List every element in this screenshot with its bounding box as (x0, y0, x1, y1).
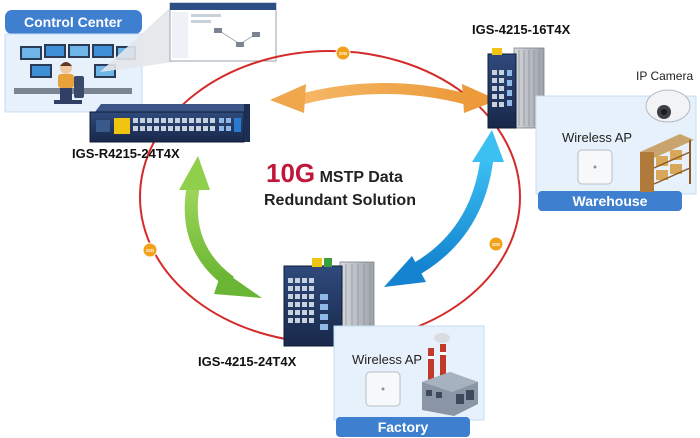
desk-icon (14, 88, 132, 94)
warehouse-banner (538, 191, 682, 211)
core-switch (89, 104, 250, 143)
redundancy-arrow-blue (384, 130, 504, 287)
control-center-banner (5, 10, 142, 34)
solution-title: 10G MSTP Data Redundant Solution (264, 158, 416, 209)
bottom-switch-label: IGS-4215-24T4X (198, 354, 297, 369)
warehouse-ap-label: Wireless AP (562, 130, 632, 145)
title-line-2: Redundant Solution (264, 192, 416, 209)
ring-badge-left: 10G (142, 242, 158, 258)
wireless-ap-icon (365, 371, 401, 407)
chair-icon (74, 76, 84, 98)
shelving-boxes-icon (640, 134, 694, 192)
ring-badge-right: 10G (488, 236, 504, 252)
title-mstp: MSTP Data (315, 169, 403, 186)
factory-banner (336, 417, 470, 437)
redundancy-arrow-green (179, 156, 262, 298)
title-10g: 10G (266, 158, 315, 188)
control-center-label: Control Center (24, 14, 123, 30)
operator-icon (54, 62, 82, 104)
ring-badge-right-label: 10G (492, 242, 501, 247)
warehouse-label: Warehouse (573, 193, 648, 209)
ring-badge-left-label: 10G (146, 248, 155, 253)
factory-site: Factory Wireless AP (333, 325, 485, 437)
factory-ap-label: Wireless AP (352, 352, 422, 367)
factory-label: Factory (378, 419, 429, 435)
factory-building-icon (422, 333, 478, 416)
wireless-ap-icon (577, 149, 613, 185)
screen-callout (100, 2, 277, 72)
ring-badge-top-label: 10G (339, 51, 348, 56)
ip-camera-label: IP Camera (636, 69, 693, 83)
redundancy-arrow-orange (270, 83, 498, 113)
top-right-switch-label: IGS-4215-16T4X (472, 22, 571, 37)
ring-badge-top: 10G (335, 45, 351, 61)
core-switch-label: IGS-R4215-24T4X (72, 146, 180, 161)
title-line-1: 10G MSTP Data (266, 158, 403, 188)
ip-camera-icon (645, 89, 691, 123)
